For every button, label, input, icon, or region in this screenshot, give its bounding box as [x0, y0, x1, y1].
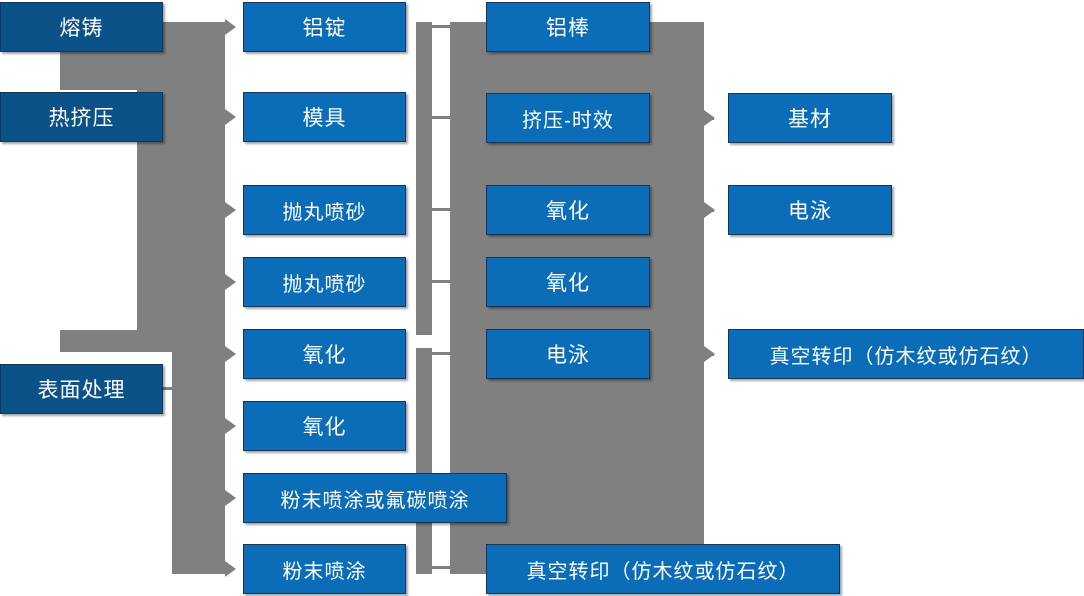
product-box-vacuum-transfer-right[interactable]: 真空转印（仿木纹或仿石纹）: [728, 329, 1084, 379]
product-box-electrophoresis[interactable]: 电泳: [728, 185, 892, 235]
process-box-hot-extrusion[interactable]: 热挤压: [0, 92, 163, 142]
material-box-aluminum-bar[interactable]: 铝棒: [486, 2, 650, 52]
middle-thin-gray-bar-lower: [416, 348, 432, 574]
connector-to-base-material: [704, 117, 714, 120]
product-box-base-material[interactable]: 基材: [728, 93, 892, 143]
material-box-aluminum-ingot[interactable]: 铝锭: [243, 2, 406, 52]
arrow-right-icon: [225, 202, 236, 218]
treatment-box-oxidation-4[interactable]: 氧化: [486, 257, 650, 307]
left-band-upper-spur: [137, 22, 177, 352]
middle-tie-4: [432, 280, 452, 283]
treatment-box-electrophoresis-1[interactable]: 电泳: [486, 329, 650, 379]
treatment-box-vacuum-transfer-bottom[interactable]: 真空转印（仿木纹或仿石纹）: [486, 544, 840, 594]
arrow-right-icon: [225, 109, 236, 125]
middle-thin-gray-bar-upper: [416, 22, 432, 335]
arrow-right-icon: [225, 490, 236, 506]
middle-tie-1: [432, 25, 452, 28]
treatment-box-oxidation-3[interactable]: 氧化: [486, 185, 650, 235]
middle-tie-2: [432, 116, 452, 119]
connector-surface-band-drop: [60, 330, 180, 352]
process-box-surface-treatment[interactable]: 表面处理: [0, 364, 163, 414]
process-box-extrusion-aging[interactable]: 挤压-时效: [486, 93, 650, 143]
left-gray-connector-band: [172, 22, 225, 574]
treatment-box-powder-or-pvdf-coating[interactable]: 粉末喷涂或氟碳喷涂: [243, 473, 507, 523]
arrow-right-icon: [225, 274, 236, 290]
treatment-box-shot-blasting-1[interactable]: 抛丸喷砂: [243, 185, 406, 235]
arrow-right-icon: [225, 346, 236, 362]
treatment-box-oxidation-1[interactable]: 氧化: [243, 329, 406, 379]
connector-to-vacuum-transfer: [704, 353, 714, 356]
treatment-box-shot-blasting-2[interactable]: 抛丸喷砂: [243, 257, 406, 307]
process-box-melt-casting[interactable]: 熔铸: [0, 2, 163, 52]
down-arrow-melt-to-extrusion: [70, 74, 86, 85]
arrow-right-icon: [225, 418, 236, 434]
treatment-box-powder-coating[interactable]: 粉末喷涂: [243, 544, 406, 594]
middle-tie-6: [432, 566, 452, 569]
connector-surface-treatment-stub: [160, 387, 184, 390]
arrow-right-icon: [225, 561, 236, 577]
middle-tie-3: [432, 208, 452, 211]
connector-to-electrophoresis: [704, 209, 714, 212]
arrow-right-icon: [225, 19, 236, 35]
middle-tie-5: [432, 352, 452, 355]
material-box-mold[interactable]: 模具: [243, 92, 406, 142]
treatment-box-oxidation-2[interactable]: 氧化: [243, 401, 406, 451]
